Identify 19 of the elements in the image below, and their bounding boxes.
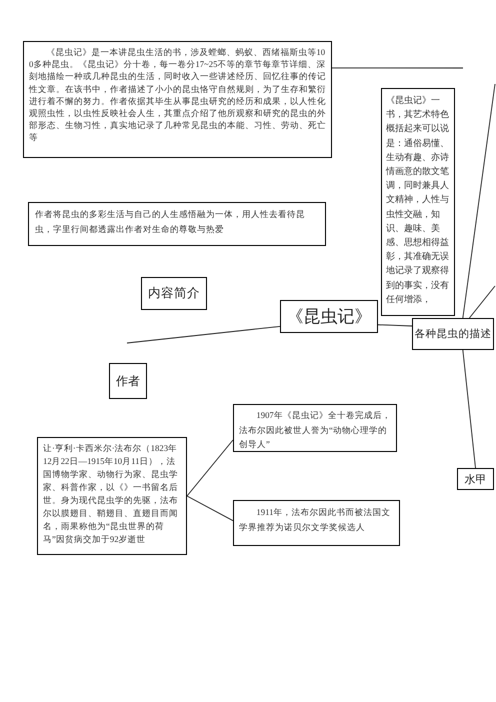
topic-box: 作者 bbox=[109, 363, 147, 399]
connector-line bbox=[186, 440, 234, 496]
connector-line bbox=[468, 286, 496, 318]
text-box: 《昆虫记》一书，其艺术特色概括起来可以说是：通俗易懂、生动有趣、亦诗情画意的散文笔调，同时兼具人文精神，人性与虫性交融，知识、趣味、美感、思想相得益彰，其准确无误地记录了观察得到的事实，没有任何增添， bbox=[381, 88, 455, 316]
text-box: 1911年，法布尔因此书而被法国文学界推荐为诺贝尔文学奖候选人 bbox=[233, 500, 400, 546]
connector-line bbox=[126, 326, 280, 344]
connector-line bbox=[332, 67, 464, 68]
topic-box: 内容简介 bbox=[141, 277, 207, 310]
topic-box: 各种昆虫的描述 bbox=[412, 318, 494, 350]
text-box: 1907年《昆虫记》全十卷完成后，法布尔因此被世人誉为“动物心理学的创导人” bbox=[233, 404, 397, 452]
connector-line bbox=[186, 496, 234, 522]
connector-line bbox=[378, 324, 412, 326]
connector-line bbox=[462, 84, 496, 318]
connector-line bbox=[462, 350, 476, 468]
topic-box: 水甲 bbox=[457, 468, 494, 490]
text-box: 让·亨利·卡西米尔·法布尔（1823年12月22日—1915年10月11日），法国博物学家、动物行为家、昆虫学家、科普作家，以《》一书留名后世。身为现代昆虫学的先驱，法布尔以膜翅目、鞘翅目、直翅目而闻名，雨果称他为“昆虫世界的荷马”因贫病交加于92岁逝世 bbox=[37, 437, 187, 555]
text-box: 作者将昆虫的多彩生活与自己的人生感悟融为一体，用人性去看待昆虫，字里行间都透露出作者对生命的尊敬与热爱 bbox=[28, 202, 326, 246]
title-box: 《昆虫记》 bbox=[280, 300, 378, 333]
text-box: 《昆虫记》是一本讲昆虫生活的书，涉及螳螂、蚂蚁、西绪福斯虫等100多种昆虫。《昆虫记》分十卷，每一卷分17~25不等的章节每章节详细、深刻地描绘一种或几种昆虫的生活，同时收入一些讲述经历、回忆往事的传记性文章。在该书中，作者描述了小小的昆虫恪守自然规则，为了生存和繁衍进行着不懈的努力。作者依据其毕生从事昆虫研究的经历和成果，以人性化观照虫性，以虫性反映社会人生，其重点介绍了他所观察和研究的昆虫的外部形态、生物习性，真实地记录了几种常见昆虫的本能、习性、劳动、死亡等 bbox=[23, 41, 332, 158]
